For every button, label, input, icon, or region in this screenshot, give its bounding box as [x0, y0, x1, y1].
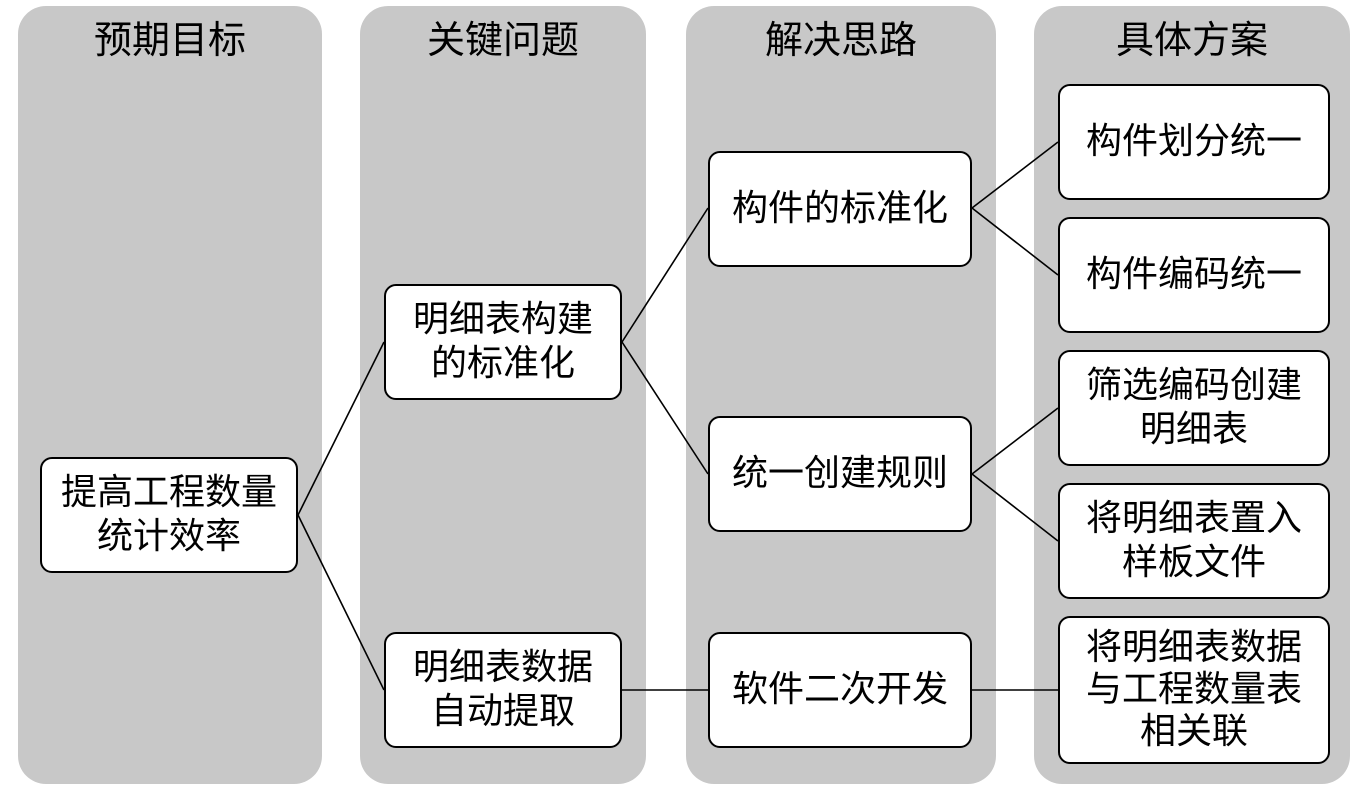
node-goal: 提高工程数量 统计效率	[40, 457, 298, 573]
node-solution-component-division: 构件划分统一	[1058, 84, 1330, 200]
column-solution-title: 具体方案	[1115, 18, 1268, 62]
column-goal-title: 预期目标	[93, 18, 246, 62]
node-approach-secondary-dev: 软件二次开发	[708, 632, 972, 748]
column-problem-title: 关键问题	[426, 18, 579, 62]
node-solution-template: 将明细表置入 样板文件	[1058, 483, 1330, 599]
column-goal: 预期目标	[18, 6, 322, 784]
node-approach-unified-rules: 统一创建规则	[708, 416, 972, 532]
node-solution-link-quantity: 将明细表数据 与工程数量表 相关联	[1058, 616, 1330, 764]
column-approach-title: 解决思路	[764, 18, 917, 62]
node-problem-standardize-schedule: 明细表构建 的标准化	[384, 284, 622, 400]
node-problem-auto-extract: 明细表数据 自动提取	[384, 632, 622, 748]
node-solution-component-coding: 构件编码统一	[1058, 217, 1330, 333]
node-approach-component-standard: 构件的标准化	[708, 151, 972, 267]
node-solution-filter-create: 筛选编码创建 明细表	[1058, 350, 1330, 466]
